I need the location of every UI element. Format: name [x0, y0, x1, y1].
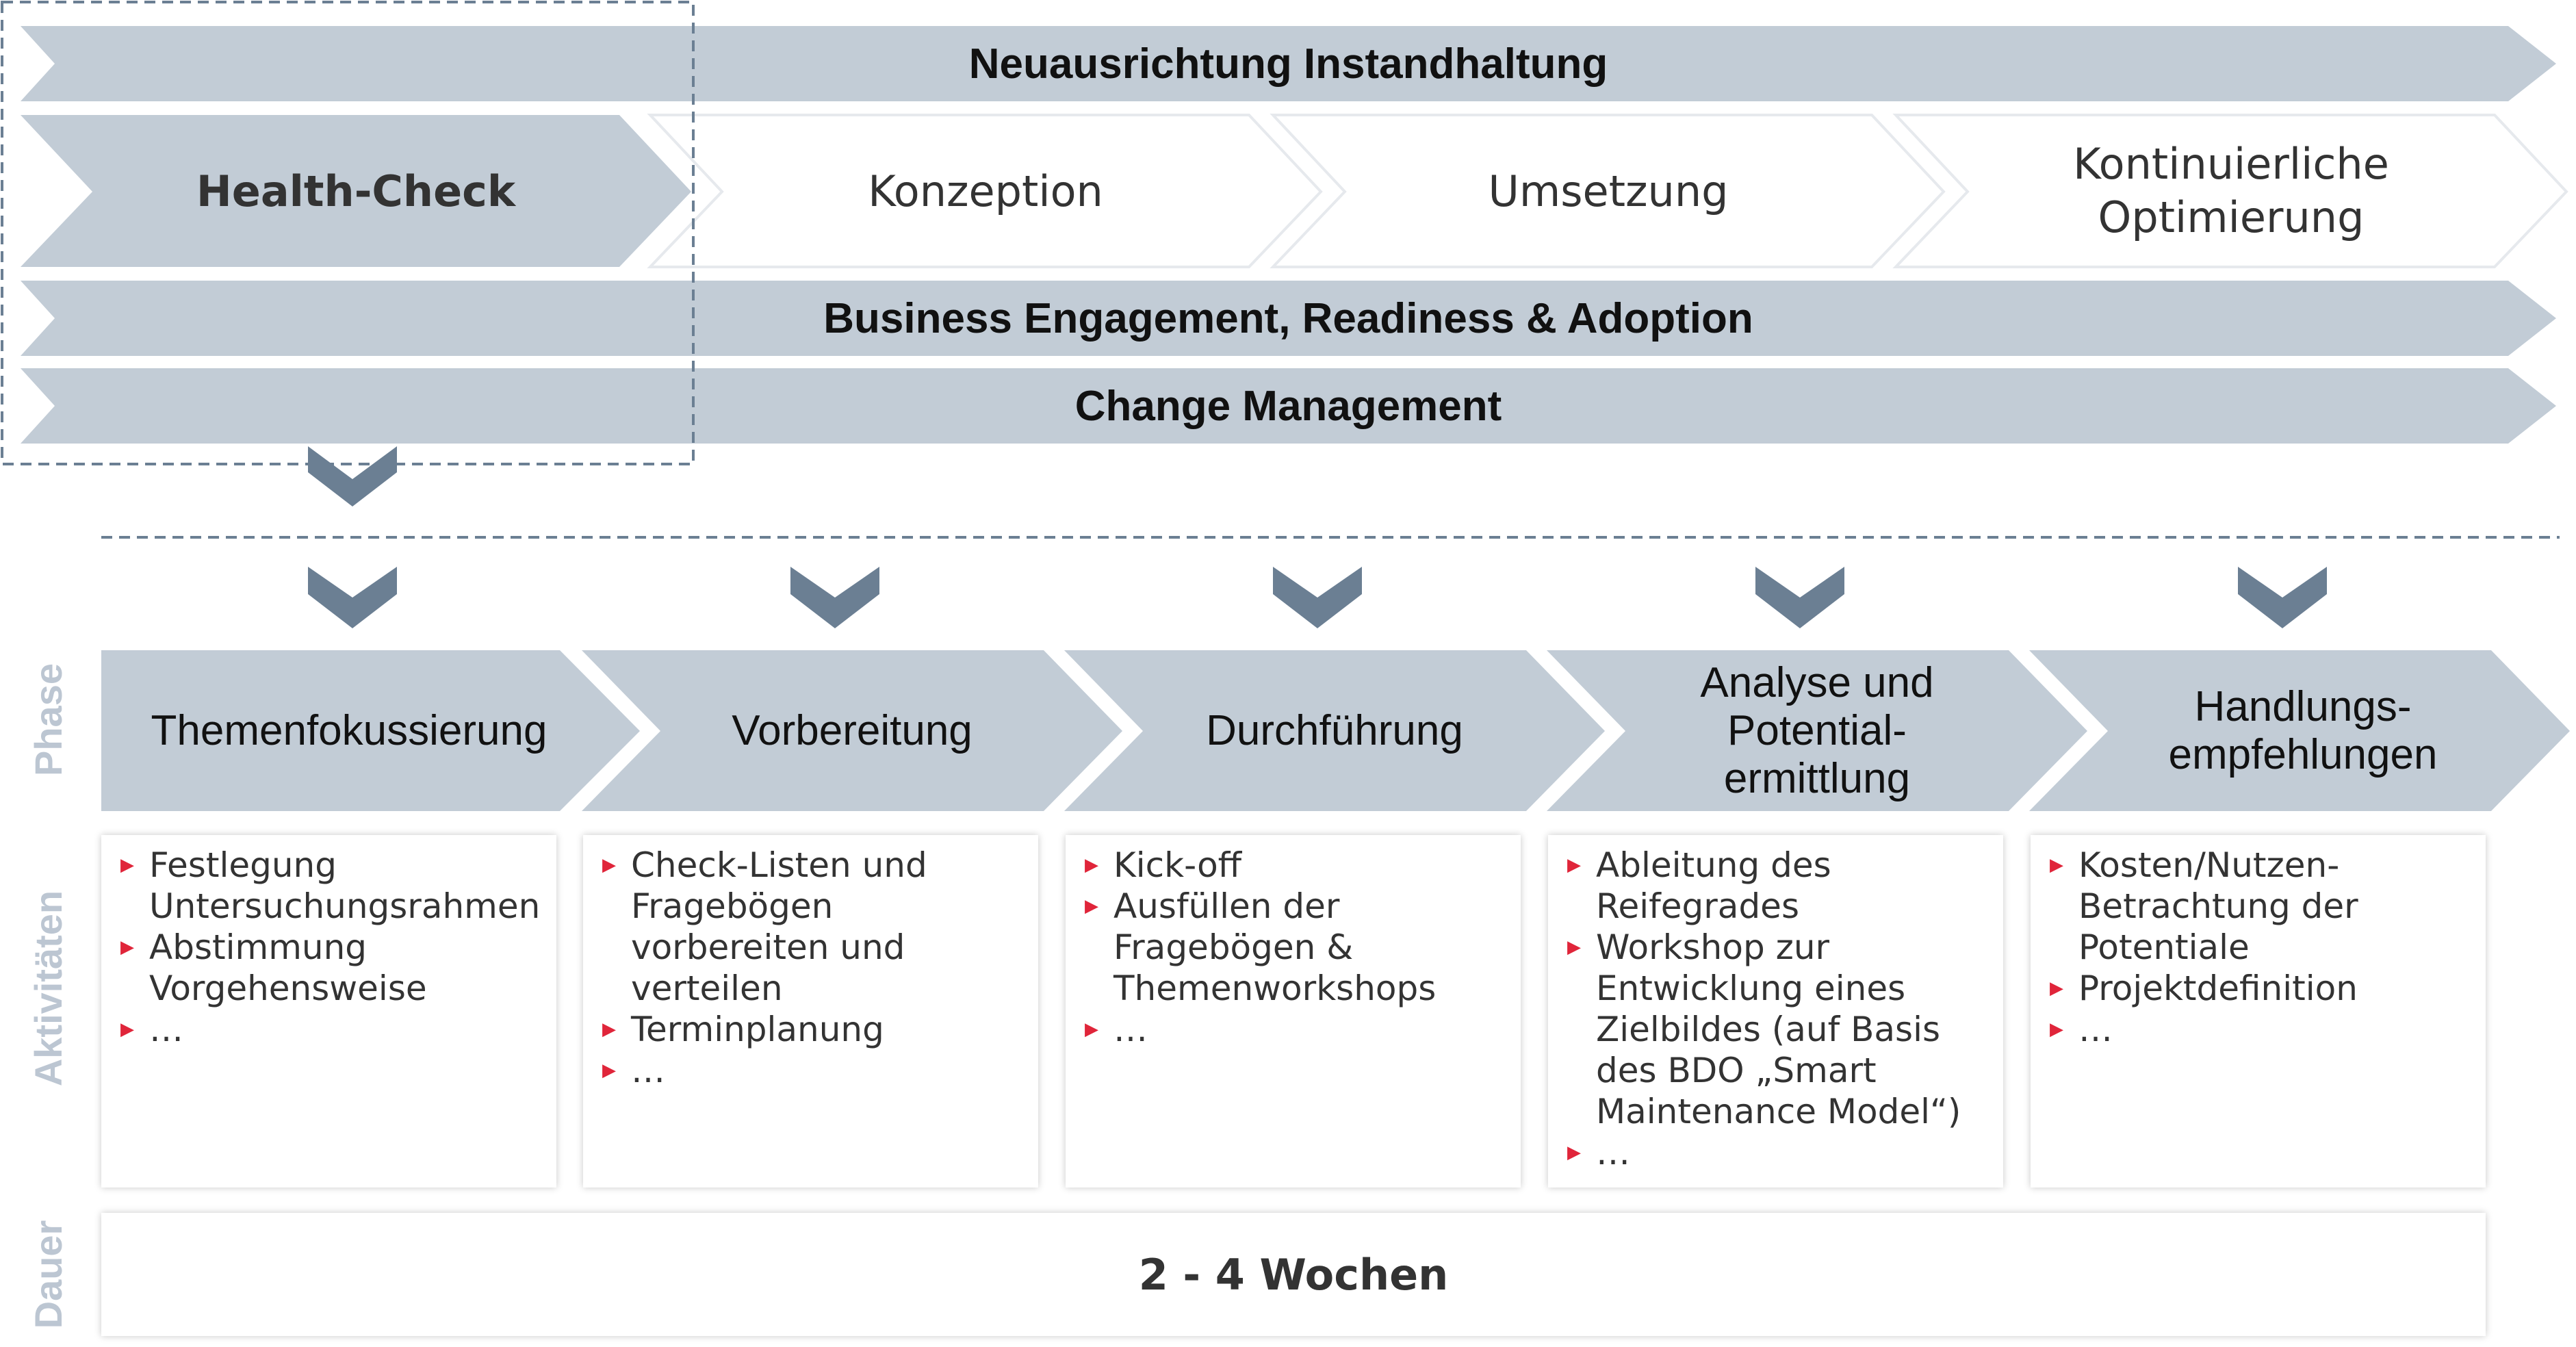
- duration-box: 2 - 4 Wochen: [101, 1213, 2486, 1336]
- phase-shape-2: [582, 650, 1122, 811]
- stage-kontinuierliche-optimierung: Kontinuierliche Optimierung: [2073, 139, 2389, 242]
- phase-title-2: Vorbereitung: [732, 707, 973, 754]
- chevron-down-icon: [1755, 567, 1844, 628]
- phase-shape-1: [101, 650, 640, 811]
- phase-shape-4: [1547, 650, 2087, 811]
- phase-title-3: Durchführung: [1206, 707, 1463, 754]
- activity-item: …: [1567, 1132, 1992, 1173]
- stage-konzeption: Konzeption: [868, 166, 1103, 216]
- duration-value: 2 - 4 Wochen: [1138, 1249, 1449, 1300]
- activity-box-3: Kick-off Ausfüllen der Fragebögen & Them…: [1066, 835, 1521, 1188]
- phase-shape-3: [1064, 650, 1605, 811]
- row-label-phase: Phase: [27, 663, 70, 776]
- band-neuausrichtung: Neuausrichtung Instandhaltung: [968, 40, 1608, 88]
- health-check-highlight: [1, 1, 695, 465]
- stage-umsetzung: Umsetzung: [1488, 166, 1729, 216]
- activity-item: …: [120, 1009, 545, 1050]
- activity-item: Terminplanung: [602, 1009, 1027, 1050]
- activity-item: Ausfüllen der Fragebögen & Themenworksho…: [1085, 886, 1509, 1009]
- activity-item: Abstimmung Vorgehensweise: [120, 927, 545, 1009]
- row-label-activities: Aktivitäten: [27, 890, 70, 1087]
- activity-item: …: [602, 1050, 1027, 1091]
- activity-box-1: Festlegung Untersuchungsrahmen Abstimmun…: [101, 835, 556, 1188]
- chevron-down-icon: [2238, 567, 2327, 628]
- activity-box-5: Kosten/Nutzen-Betrachtung der Potentiale…: [2031, 835, 2486, 1188]
- stage-shape-optimierung: [1892, 114, 2568, 268]
- activity-item: Ableitung des Reifegrades: [1567, 845, 1992, 927]
- stage-shape-health-check: [21, 115, 691, 267]
- activity-item: Kick-off: [1085, 845, 1509, 886]
- phase-title-1: Themenfokussierung: [151, 707, 548, 754]
- chevron-down-icon: [308, 446, 397, 506]
- activity-item: Check-Listen und Fragebögen vorbereiten …: [602, 845, 1027, 1009]
- activity-box-2: Check-Listen und Fragebögen vorbereiten …: [583, 835, 1038, 1188]
- chevron-down-icon: [308, 567, 397, 628]
- stage-health-check: Health-Check: [196, 166, 516, 216]
- activity-item: Projektdefinition: [2050, 968, 2474, 1009]
- stage-shape-umsetzung: [1270, 114, 1946, 268]
- band-change-management: Change Management: [1074, 382, 1502, 430]
- activity-item: Kosten/Nutzen-Betrachtung der Potentiale: [2050, 845, 2474, 968]
- activity-item: …: [2050, 1009, 2474, 1050]
- band-shape-neuausrichtung: [21, 26, 2556, 101]
- activity-item: …: [1085, 1009, 1509, 1050]
- band-business-engagement: Business Engagement, Readiness & Adoptio…: [823, 294, 1753, 342]
- chevron-down-icon: [790, 567, 879, 628]
- phase-title-5: Handlungs-empfehlungen: [2168, 682, 2438, 778]
- phase-shape-5: [2029, 650, 2570, 811]
- band-shape-change: [21, 368, 2556, 444]
- activity-item: Workshop zur Entwicklung eines Zielbilde…: [1567, 927, 1992, 1132]
- stage-shape-konzeption: [647, 114, 1323, 268]
- activity-box-4: Ableitung des Reifegrades Workshop zur E…: [1548, 835, 2003, 1188]
- band-shape-business: [21, 281, 2556, 356]
- chevron-down-icon: [1273, 567, 1362, 628]
- activity-item: Festlegung Untersuchungsrahmen: [120, 845, 545, 927]
- row-label-duration: Dauer: [27, 1220, 70, 1329]
- phase-title-4: Analyse und Potential-ermittlung: [1700, 658, 1934, 802]
